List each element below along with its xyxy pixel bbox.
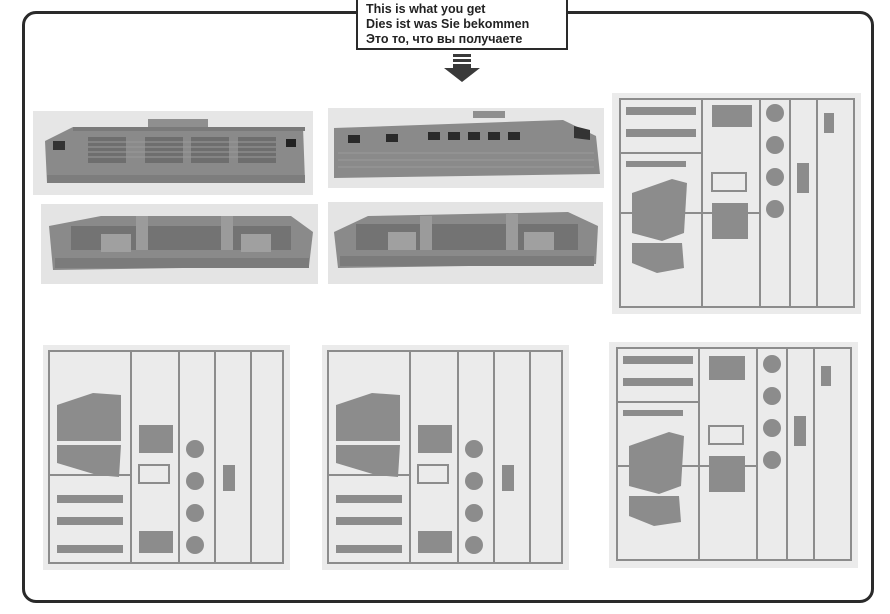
sprue-bottom-right-photo xyxy=(609,342,858,568)
body-shell-right-photo xyxy=(328,108,604,188)
caption-line-german: Dies ist was Sie bekommen xyxy=(366,17,530,31)
chassis-left-photo xyxy=(41,204,318,284)
caption-line-english: This is what you get xyxy=(366,2,486,16)
caption-line-russian: Это то, что вы получаете xyxy=(366,32,523,46)
arrow-down-icon xyxy=(444,54,480,82)
sprue-bottom-center-photo xyxy=(322,345,569,570)
sprue-bottom-left-photo xyxy=(43,345,290,570)
caption-box: This is what you get Dies ist was Sie be… xyxy=(356,0,568,50)
sprue-top-right-photo xyxy=(612,93,861,314)
chassis-right-photo xyxy=(328,202,603,284)
body-shell-left-photo xyxy=(33,111,313,195)
